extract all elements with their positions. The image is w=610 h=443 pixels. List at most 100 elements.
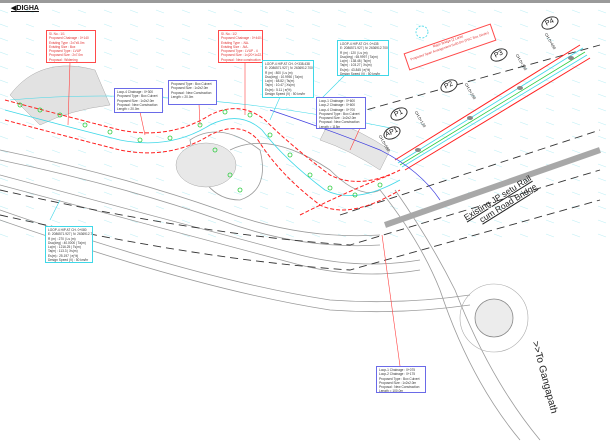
hatch-mark — [285, 135, 295, 140]
hatch-mark — [337, 163, 347, 168]
callout-line: LOOP-4 HIP AT CH. 0+080 — [48, 228, 87, 232]
chainage-marker — [57, 112, 63, 118]
hatch-mark — [129, 9, 139, 14]
hatch-mark — [415, 93, 425, 98]
leader-lines — [49, 61, 401, 367]
hatch-mark — [519, 191, 529, 196]
hatch-mark — [571, 205, 581, 210]
hatch-mark — [467, 51, 477, 56]
hatch-mark — [181, 121, 191, 126]
chainage-marker — [237, 187, 243, 193]
hatch-mark — [545, 37, 555, 42]
direction-label-digha: ◀DIGHA — [11, 5, 39, 12]
hatch-mark — [0, 135, 9, 140]
chainage-marker — [222, 109, 228, 115]
hatch-mark — [103, 121, 113, 126]
hatch-mark — [467, 65, 477, 70]
callout-line: Design Speed (V) : 50 km/hr — [48, 258, 89, 263]
hatch-mark — [441, 233, 451, 238]
hatch-mark — [103, 79, 113, 84]
hatch-mark — [597, 107, 607, 112]
hatch-mark — [285, 149, 295, 154]
hatch-mark — [181, 65, 191, 70]
callout-line: Length = 115m — [319, 124, 341, 129]
hatch-mark — [0, 205, 9, 210]
hatch-mark — [545, 9, 555, 14]
callout-line: Loop-4 Chainage : 0+700 — [319, 107, 356, 112]
hatch-mark — [103, 149, 113, 154]
hatch-mark — [571, 219, 581, 224]
hatch-mark — [77, 135, 87, 140]
hatch-mark — [51, 177, 61, 182]
hatch-mark — [233, 149, 243, 154]
hatch-mark — [467, 219, 477, 224]
hatch-mark — [493, 233, 503, 238]
callout-line: Proposed Type : Box Culvert — [319, 111, 360, 116]
hatch-mark — [233, 205, 243, 210]
hatch-mark — [519, 163, 529, 168]
callout-line: Proposal : New Construction — [319, 120, 360, 125]
hatch-mark — [25, 121, 35, 126]
pier-markers — [415, 56, 574, 152]
callout-line: LOOP-4 HIP AT CH. 0+435 — [340, 42, 379, 46]
hatch-mark — [0, 191, 9, 196]
callout-line: Proposal : New Construction — [171, 90, 212, 95]
hatch-mark — [467, 135, 477, 140]
callout-line: Length = 20.0m — [117, 107, 140, 112]
hatch-mark — [233, 9, 243, 14]
hatch-mark — [363, 9, 373, 14]
hatch-mark — [103, 163, 113, 168]
existing-roads — [0, 131, 541, 441]
hatch-mark — [155, 65, 165, 70]
hatch-mark — [77, 163, 87, 168]
hatch-mark — [545, 51, 555, 56]
hatch-mark — [571, 23, 581, 28]
hatch-mark — [51, 9, 61, 14]
hatch-mark — [233, 177, 243, 182]
callout-line: Design Speed (V) : 50 km/hr — [265, 92, 306, 97]
hatch-mark — [597, 163, 607, 168]
callout-line: Existing Size : Box — [49, 44, 76, 49]
callout-line: Proposed Size : 1x2x2.0m — [319, 116, 357, 121]
hatch-mark — [415, 177, 425, 182]
hatch-mark — [467, 9, 477, 14]
hatch-mark — [467, 93, 477, 98]
hatch-mark — [545, 219, 555, 224]
hatch-mark — [0, 79, 9, 84]
hatch-mark — [77, 121, 87, 126]
hatch-mark — [311, 233, 321, 238]
callout-line: Lc(m) : 1216.25 | Ts(m) — [48, 245, 81, 250]
hatch-mark — [207, 9, 217, 14]
hatch-mark — [285, 121, 295, 126]
hatch-mark — [415, 107, 425, 112]
hatch-mark — [233, 79, 243, 84]
hatch-mark — [441, 219, 451, 224]
hatch-mark — [363, 93, 373, 98]
hatch-mark — [155, 135, 165, 140]
hatch-mark — [415, 163, 425, 168]
hatch-mark — [597, 135, 607, 140]
callout-line: Existing Size : -NA- — [221, 44, 249, 49]
hatch-mark — [207, 121, 217, 126]
hatch-mark — [441, 23, 451, 28]
hatch-mark — [285, 23, 295, 28]
stone-pitching-upper — [9, 65, 111, 126]
hatch-mark — [337, 23, 347, 28]
hatch-mark — [311, 37, 321, 42]
hatch-mark — [571, 121, 581, 126]
hatch-mark — [571, 149, 581, 154]
hatch-mark — [519, 37, 529, 42]
hatch-mark — [389, 23, 399, 28]
hatch-mark — [181, 51, 191, 56]
hatch-mark — [0, 163, 9, 168]
hatch-mark — [207, 233, 217, 238]
